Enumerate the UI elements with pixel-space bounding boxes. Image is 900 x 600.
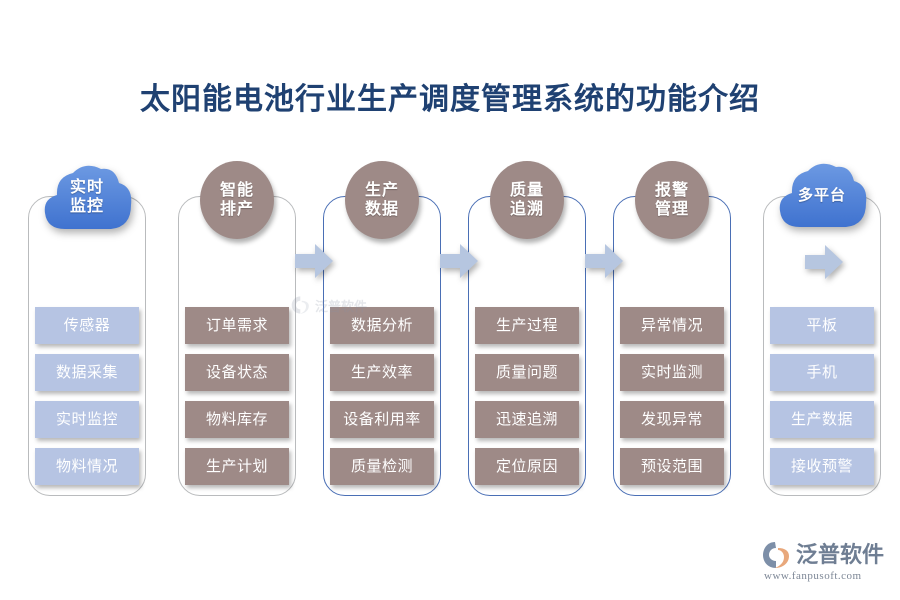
ellipse-shape-header: 生产 数据 xyxy=(345,161,419,239)
column-production-data[interactable]: 生产 数据 数据分析 生产效率 设备利用率 质量检测 xyxy=(323,161,441,496)
list-item[interactable]: 质量检测 xyxy=(330,448,434,485)
list-item[interactable]: 实时监控 xyxy=(35,401,139,438)
list-item[interactable]: 物料情况 xyxy=(35,448,139,485)
list-item[interactable]: 异常情况 xyxy=(620,307,724,344)
arrow-right-icon xyxy=(805,245,843,279)
ellipse-shape-header: 报警 管理 xyxy=(635,161,709,239)
list-item[interactable]: 设备状态 xyxy=(185,354,289,391)
ellipse-shape-header: 智能 排产 xyxy=(200,161,274,239)
fanpu-logo-icon xyxy=(763,542,789,568)
list-item[interactable]: 平板 xyxy=(770,307,874,344)
list-item[interactable]: 质量问题 xyxy=(475,354,579,391)
column-header-label: 实时 监控 xyxy=(69,179,104,215)
list-item[interactable]: 设备利用率 xyxy=(330,401,434,438)
cloud-shape-header: 实时 监控 xyxy=(39,159,135,235)
list-item[interactable]: 数据采集 xyxy=(35,354,139,391)
list-item[interactable]: 物料库存 xyxy=(185,401,289,438)
list-item[interactable]: 手机 xyxy=(770,354,874,391)
column-quality-traceability[interactable]: 质量 追溯 生产过程 质量问题 迅速追溯 定位原因 xyxy=(468,161,586,496)
list-item[interactable]: 发现异常 xyxy=(620,401,724,438)
list-item[interactable]: 生产数据 xyxy=(770,401,874,438)
column-alarm-management[interactable]: 报警 管理 异常情况 实时监测 发现异常 预设范围 xyxy=(613,161,731,496)
arrow-right-icon xyxy=(440,244,478,278)
list-item[interactable]: 接收预警 xyxy=(770,448,874,485)
arrow-right-icon xyxy=(585,244,623,278)
logo-url: www.fanpusoft.com xyxy=(764,570,862,582)
page-title: 太阳能电池行业生产调度管理系统的功能介绍 xyxy=(140,83,760,116)
column-header-label: 多平台 xyxy=(797,186,846,204)
arrow-right-icon xyxy=(295,244,333,278)
list-item[interactable]: 预设范围 xyxy=(620,448,724,485)
column-smart-scheduling[interactable]: 智能 排产 订单需求 设备状态 物料库存 生产计划 xyxy=(178,161,296,496)
column-realtime-monitoring[interactable]: 实时 监控 传感器 数据采集 实时监控 物料情况 xyxy=(28,165,146,496)
list-item[interactable]: 定位原因 xyxy=(475,448,579,485)
brand-logo: 泛普软件 www.fanpusoft.com xyxy=(762,541,890,587)
logo-text: 泛普软件 xyxy=(796,542,885,567)
cloud-shape-header: 多平台 xyxy=(774,157,870,233)
list-item[interactable]: 数据分析 xyxy=(330,307,434,344)
list-item[interactable]: 迅速追溯 xyxy=(475,401,579,438)
list-item[interactable]: 订单需求 xyxy=(185,307,289,344)
list-item[interactable]: 传感器 xyxy=(35,307,139,344)
column-multi-platform[interactable]: 多平台 平板 手机 生产数据 接收预警 xyxy=(763,163,881,496)
list-item[interactable]: 生产过程 xyxy=(475,307,579,344)
list-item[interactable]: 生产计划 xyxy=(185,448,289,485)
ellipse-shape-header: 质量 追溯 xyxy=(490,161,564,239)
list-item[interactable]: 实时监测 xyxy=(620,354,724,391)
list-item[interactable]: 生产效率 xyxy=(330,354,434,391)
